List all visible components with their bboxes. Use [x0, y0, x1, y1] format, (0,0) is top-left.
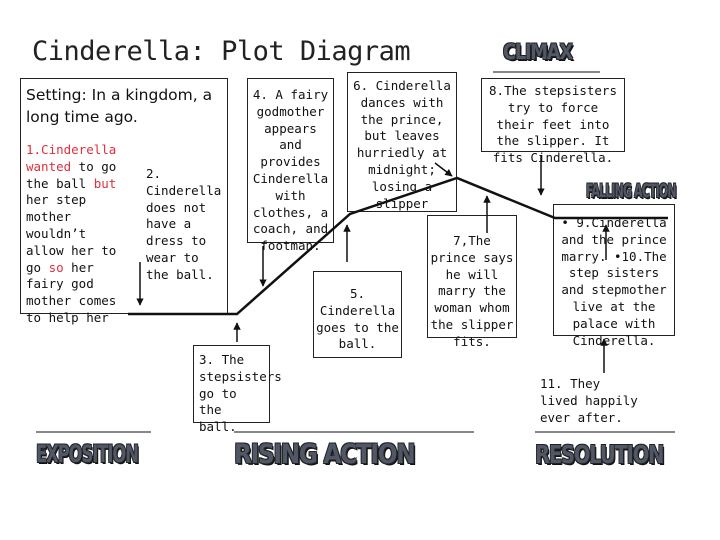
- event-11-text: 11. They lived happily ever after.: [540, 376, 638, 425]
- rising-action-label: RISING ACTION: [234, 439, 416, 470]
- event-5-box: 5. Cinderella goes to the ball.: [313, 271, 402, 358]
- climax-label: CLIMAX: [503, 40, 573, 64]
- event-6-box: 6. Cinderella dances with the prince, bu…: [347, 72, 457, 212]
- event-1-text: 1.Cinderella wanted to go the ball but h…: [26, 142, 124, 327]
- falling-action-label: FALLING ACTION: [586, 180, 677, 202]
- event-1-part: but: [93, 175, 117, 191]
- event-7-box: 7,The prince says he will marry the woma…: [427, 215, 517, 349]
- diagram-title: Cinderella: Plot Diagram: [32, 36, 411, 67]
- exposition-box: Setting: In a kingdom, a long time ago. …: [20, 78, 228, 325]
- event-1-part: 1.Cinderella wanted: [26, 142, 117, 174]
- event-4-box: 4. A fairy godmother appears and provide…: [247, 78, 334, 253]
- resolution-label: RESOLUTION: [535, 440, 664, 469]
- event-8-box: 8.The stepsisters try to force their fee…: [481, 78, 625, 165]
- event-2-text: 2. Cinderella does not have a dress to w…: [146, 166, 222, 282]
- setting-text: Setting: In a kingdom, a long time ago.: [26, 86, 213, 126]
- event-3-box: 3. The stepsisters go to the ball.: [193, 345, 282, 434]
- event-1-part: her step mother wouldn’t allow her to go: [26, 192, 117, 275]
- plot-line: [128, 176, 668, 316]
- event-1-part: her fairy god mother comes to help her: [26, 259, 117, 325]
- event-1-part: to go the ball: [26, 158, 117, 191]
- arrow-event-6: [434, 162, 453, 177]
- exposition-label: EXPOSITION: [36, 440, 139, 468]
- event-1-part: so: [48, 259, 64, 275]
